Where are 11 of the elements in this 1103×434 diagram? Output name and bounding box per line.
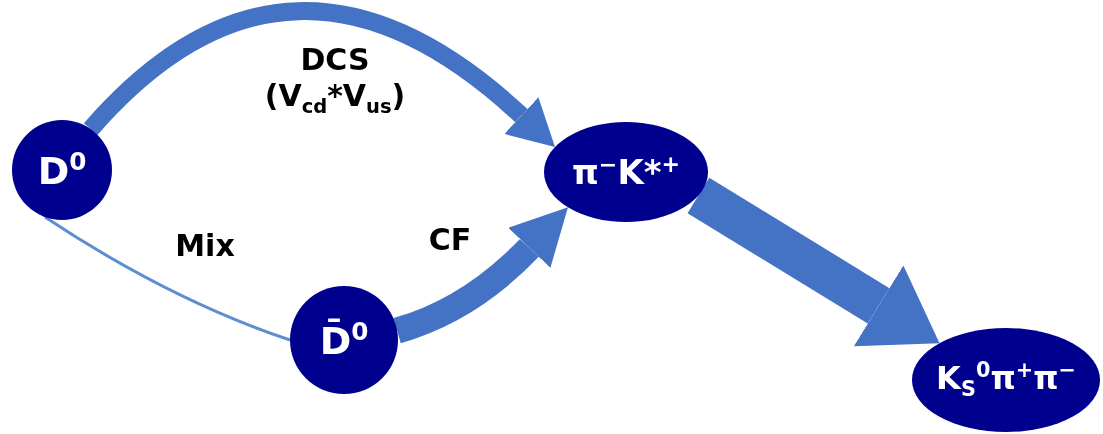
particle-label: K$_{S}$$^{0}$π$^{+}$π$^{−}$ xyxy=(936,358,1076,402)
edge-label: Mix xyxy=(174,228,236,264)
particle-label: D$^{0}$ xyxy=(37,147,87,193)
edge-label: DCS (V$_{cd}$*V$_{us}$) xyxy=(263,42,407,119)
arrow xyxy=(687,177,940,347)
particle-label: π$^{−}$K*$^{+}$ xyxy=(571,151,681,193)
connector-line xyxy=(44,215,291,342)
arrow xyxy=(393,208,569,344)
particle-label: D̄$^{0}$ xyxy=(319,317,369,363)
arrow xyxy=(84,2,557,146)
edge-label: CF xyxy=(427,222,473,258)
